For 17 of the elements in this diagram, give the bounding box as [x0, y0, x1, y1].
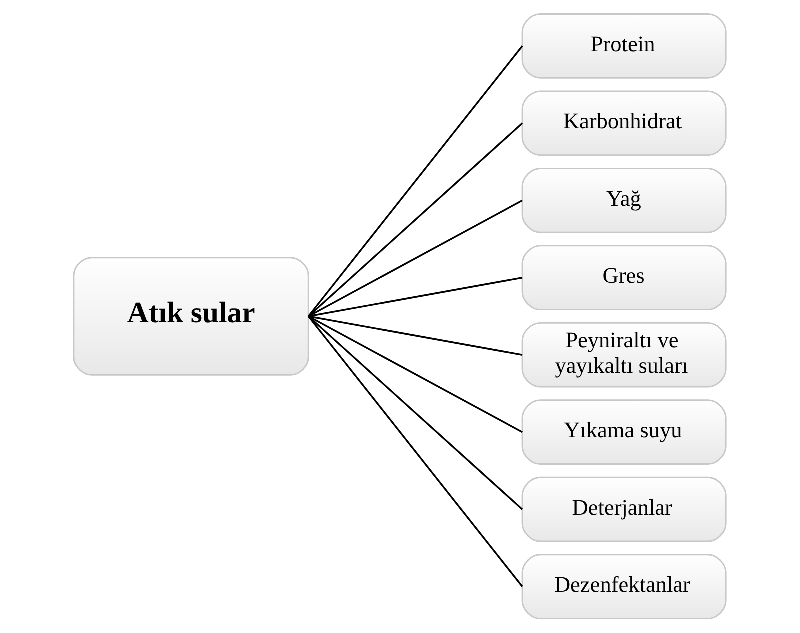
connector: [308, 316, 524, 588]
node-box: Atık sular: [73, 257, 310, 376]
connector: [308, 277, 523, 318]
connector: [308, 316, 523, 434]
node-box: Deterjanlar: [522, 476, 727, 542]
node-box: Yıkama suyu: [522, 400, 727, 466]
connector: [308, 316, 523, 356]
node-box: Dezenfektanlar: [522, 554, 727, 620]
connector: [308, 316, 524, 510]
connector: [308, 200, 523, 318]
connector: [308, 46, 524, 318]
node-box: Peyniraltı ve yayıkaltı suları: [522, 322, 727, 388]
connector: [308, 122, 524, 318]
node-box: Yağ: [522, 168, 727, 234]
node-box: Gres: [522, 245, 727, 311]
node-box: Protein: [522, 13, 727, 79]
node-box: Karbonhidrat: [522, 90, 727, 156]
